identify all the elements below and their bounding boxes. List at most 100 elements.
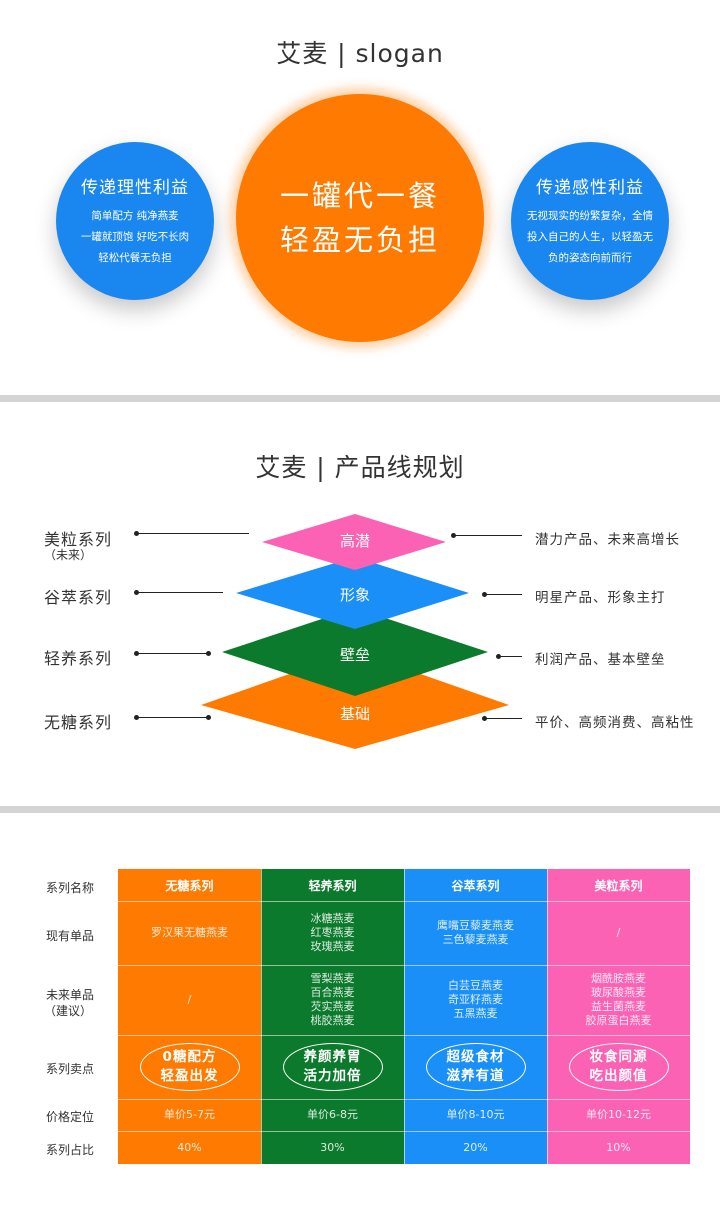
selling-point-cell: 养颜养胃 活力加倍 xyxy=(261,1035,404,1099)
tier-label: 高潜 xyxy=(339,532,370,550)
selling-point-text: 0糖配方 xyxy=(162,1049,217,1065)
connector-dot xyxy=(206,715,211,720)
tier-image-diamond xyxy=(236,557,469,629)
series-column-grain: 谷萃系列 鹰嘴豆藜麦燕麦 三色藜麦燕麦 白芸豆燕麦 奇亚籽燕麦 五黑燕麦 超级食… xyxy=(404,869,547,1164)
price-cell: 单价6-8元 xyxy=(261,1099,404,1131)
product-item: 芡实燕麦 xyxy=(310,1000,355,1013)
selling-point-oval: 0糖配方 轻盈出发 xyxy=(139,1043,240,1091)
product-item: / xyxy=(616,926,621,939)
connector-dot xyxy=(134,651,139,656)
rational-benefit-line: 一罐就顶饱 好吃不长肉 xyxy=(80,231,190,243)
slogan-circle: 一罐代一餐 轻盈无负担 xyxy=(236,94,484,342)
product-item: 玫瑰燕麦 xyxy=(310,940,355,953)
series-name: 美粒系列 xyxy=(44,530,113,549)
row-label: （建议） xyxy=(44,1004,93,1018)
selling-point-cell: 妆食同源 吃出颜值 xyxy=(547,1035,690,1099)
connector-line xyxy=(454,535,522,537)
tier-description: 明星产品、形象主打 xyxy=(535,590,666,606)
tier-barrier-diamond xyxy=(222,608,488,696)
row-label: 系列名称 xyxy=(46,881,95,895)
price-cell: 单价10-12元 xyxy=(547,1099,690,1131)
product-line-title: 艾麦 | 产品线规划 xyxy=(255,453,465,482)
connector-line xyxy=(137,533,249,535)
emotional-benefit-heading: 传递感性利益 xyxy=(536,178,644,198)
connector-dot xyxy=(134,590,139,595)
product-item: 罗汉果无糖燕麦 xyxy=(151,926,228,939)
row-label: 系列占比 xyxy=(46,1143,95,1157)
share-cell: 10% xyxy=(547,1131,690,1164)
emotional-benefit-line: 负的姿态向前而行 xyxy=(548,252,632,264)
tier-label: 壁垒 xyxy=(339,646,370,664)
share-cell: 40% xyxy=(118,1131,261,1164)
connector-dot xyxy=(496,654,501,659)
selling-point-text: 养颜养胃 xyxy=(303,1049,362,1065)
product-item: 鹰嘴豆藜麦燕麦 xyxy=(437,919,514,932)
rational-benefit-line: 轻松代餐无负担 xyxy=(98,252,172,264)
tier-label: 基础 xyxy=(339,705,370,723)
connector-line xyxy=(485,594,522,596)
column-header: 谷萃系列 xyxy=(451,878,500,893)
connector-dot xyxy=(134,715,139,720)
series-sub: （未来） xyxy=(44,548,93,562)
product-item: 玻尿酸燕麦 xyxy=(591,986,646,999)
column-header: 无糖系列 xyxy=(165,878,214,893)
tier-base-diamond xyxy=(201,651,509,749)
product-item: 雪梨燕麦 xyxy=(310,972,355,985)
slogan-line: 轻盈无负担 xyxy=(279,223,440,257)
product-item: 胶原蛋白燕麦 xyxy=(585,1014,652,1027)
price-text: 单价6-8元 xyxy=(307,1108,358,1121)
product-item: 桃胶燕麦 xyxy=(310,1014,355,1027)
series-column-sugarfree: 无糖系列 罗汉果无糖燕麦 / 0糖配方 轻盈出发 单价5-7元 40% xyxy=(118,869,261,1164)
table-grid-line xyxy=(547,869,548,1164)
selling-point-text: 滋养有道 xyxy=(446,1068,505,1084)
connector-line xyxy=(137,717,209,719)
emotional-benefit-circle: 传递感性利益 无视现实的纷繁复杂，全情 投入自己的人生，以轻盈无 负的姿态向前而… xyxy=(511,142,669,300)
emotional-benefit-line: 投入自己的人生，以轻盈无 xyxy=(527,231,653,243)
connector-line xyxy=(499,656,522,658)
row-label: 系列卖点 xyxy=(46,1062,95,1076)
selling-point-text: 超级食材 xyxy=(446,1049,505,1065)
product-pyramid-diagram xyxy=(201,514,509,749)
share-cell: 30% xyxy=(261,1131,404,1164)
connector-line xyxy=(485,718,522,720)
table-grid-line xyxy=(118,1099,690,1100)
current-products-cell: 冰糖燕麦 红枣燕麦 玫瑰燕麦 xyxy=(261,901,404,965)
rational-benefit-heading: 传递理性利益 xyxy=(81,178,189,198)
row-label: 现有单品 xyxy=(46,929,95,943)
future-products-cell: 烟酰胺燕麦 玻尿酸燕麦 益生菌燕麦 胶原蛋白燕麦 xyxy=(547,965,690,1035)
rational-benefit-circle: 传递理性利益 简单配方 纯净燕麦 一罐就顶饱 好吃不长肉 轻松代餐无负担 xyxy=(56,142,214,300)
tier-description: 平价、高频消费、高粘性 xyxy=(535,715,695,731)
selling-point-oval: 妆食同源 吃出颜值 xyxy=(568,1043,669,1091)
series-column-beauty: 美粒系列 / 烟酰胺燕麦 玻尿酸燕麦 益生菌燕麦 胶原蛋白燕麦 妆食同源 吃出颜… xyxy=(547,869,690,1164)
product-item: 白芸豆燕麦 xyxy=(448,979,503,992)
share-text: 10% xyxy=(606,1140,631,1154)
product-item: 三色藜麦燕麦 xyxy=(442,933,509,946)
selling-point-text: 活力加倍 xyxy=(303,1068,362,1084)
tier-label: 形象 xyxy=(339,586,370,604)
price-cell: 单价8-10元 xyxy=(404,1099,547,1131)
selling-point-oval: 超级食材 滋养有道 xyxy=(425,1043,526,1091)
selling-point-cell: 0糖配方 轻盈出发 xyxy=(118,1035,261,1099)
selling-point-cell: 超级食材 滋养有道 xyxy=(404,1035,547,1099)
tier-potential-diamond xyxy=(262,514,446,570)
product-item: 百合燕麦 xyxy=(310,986,355,999)
product-item: 益生菌燕麦 xyxy=(591,1000,646,1013)
share-cell: 20% xyxy=(404,1131,547,1164)
product-item: 红枣燕麦 xyxy=(310,926,355,939)
table-grid-line xyxy=(261,869,262,1164)
table-grid-line xyxy=(118,1131,690,1132)
series-name: 轻养系列 xyxy=(44,649,113,668)
series-column-light-nourish: 轻养系列 冰糖燕麦 红枣燕麦 玫瑰燕麦 雪梨燕麦 百合燕麦 芡实燕麦 桃胶燕麦 … xyxy=(261,869,404,1164)
connector-dot xyxy=(451,533,456,538)
price-text: 单价10-12元 xyxy=(586,1108,651,1121)
slogan-line: 一罐代一餐 xyxy=(279,179,440,213)
selling-point-text: 吃出颜值 xyxy=(589,1068,648,1084)
slogan-title: 艾麦 | slogan xyxy=(276,39,444,68)
connector-line xyxy=(137,592,223,594)
selling-point-text: 轻盈出发 xyxy=(160,1068,219,1084)
price-text: 单价5-7元 xyxy=(164,1108,215,1121)
connector-dot xyxy=(482,592,487,597)
selling-point-oval: 养颜养胃 活力加倍 xyxy=(282,1043,383,1091)
future-products-cell: 白芸豆燕麦 奇亚籽燕麦 五黑燕麦 xyxy=(404,965,547,1035)
selling-point-text: 妆食同源 xyxy=(589,1049,648,1065)
